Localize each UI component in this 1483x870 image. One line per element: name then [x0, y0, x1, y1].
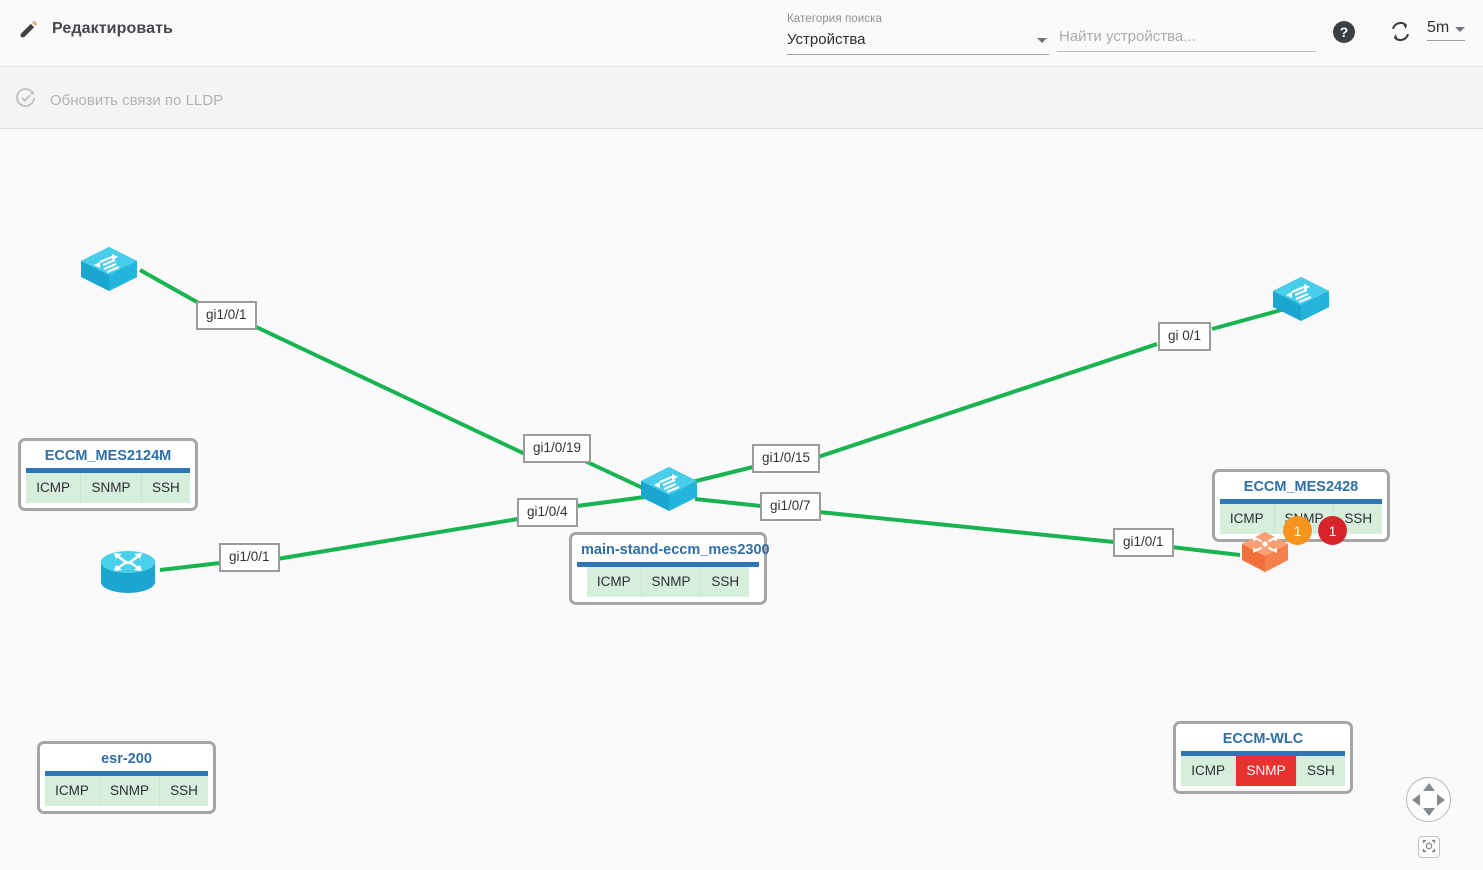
device-card-mes2300[interactable]: main-stand-eccm_mes2300 ICMP SNMP SSH	[569, 532, 770, 605]
status-ssh[interactable]: SSH	[159, 776, 208, 806]
link-gi19-core	[584, 459, 646, 491]
triangle-right-icon[interactable]	[1437, 793, 1445, 806]
topology-toolbar: Обновить связи по LLDP	[0, 67, 1483, 129]
status-icmp[interactable]: ICMP	[596, 574, 631, 589]
device-title-bar	[26, 468, 190, 473]
status-snmp[interactable]: SNMP	[640, 567, 701, 597]
status-snmp[interactable]: SNMP	[1235, 756, 1296, 786]
status-snmp[interactable]: SNMP	[80, 473, 141, 503]
device-title-bar	[45, 771, 208, 776]
app-header: Редактировать Категория поиска Устройств…	[0, 0, 1483, 67]
status-icmp[interactable]: ICMP	[36, 480, 70, 495]
fit-to-screen-icon	[1422, 839, 1436, 855]
refresh-lldp-links-button[interactable]: Обновить связи по LLDP	[14, 86, 223, 115]
port-label-core-gi7[interactable]: gi1/0/7	[760, 492, 821, 521]
refresh-check-icon	[14, 86, 38, 115]
search-category-select[interactable]: Категория поиска Устройства	[787, 12, 1049, 55]
pan-dial[interactable]	[1406, 777, 1451, 822]
switch-icon[interactable]	[638, 464, 700, 525]
port-label-wlc[interactable]: gi1/0/1	[1113, 528, 1174, 557]
wireless-controller-icon[interactable]	[1234, 524, 1296, 585]
device-name: main-stand-eccm_mes2300	[581, 542, 770, 558]
status-ssh[interactable]: SSH	[700, 567, 749, 597]
device-status-row: ICMP SNMP SSH	[587, 567, 749, 597]
fit-to-screen-button[interactable]	[1418, 836, 1440, 858]
device-name: ECCM_MES2124M	[44, 448, 172, 464]
topology-canvas[interactable]: ECCM_MES2124M ICMP SNMP SSH	[0, 129, 1483, 870]
chevron-down-icon	[1455, 27, 1466, 32]
port-label-core-gi19[interactable]: gi1/0/19	[523, 434, 592, 463]
port-label-core-gi15[interactable]: gi1/0/15	[752, 444, 821, 473]
link-gi15-gi01	[817, 342, 1158, 459]
search-input[interactable]	[1057, 27, 1316, 46]
device-title-bar	[1181, 751, 1345, 756]
pencil-icon	[18, 18, 40, 40]
critical-badge[interactable]: 1	[1318, 516, 1347, 545]
triangle-up-icon[interactable]	[1422, 783, 1435, 791]
warning-badge[interactable]: 1	[1283, 516, 1312, 545]
link-gi4b-core	[576, 495, 646, 508]
search-category-caption: Категория поиска	[787, 13, 883, 25]
edit-button-label: Редактировать	[52, 20, 173, 37]
device-status-row: ICMP SNMP SSH	[1181, 756, 1345, 786]
port-label-mes2428[interactable]: gi 0/1	[1158, 322, 1212, 351]
router-icon[interactable]	[98, 544, 158, 605]
status-snmp[interactable]: SNMP	[98, 776, 159, 806]
refresh-interval-select[interactable]: 5m	[1427, 19, 1466, 41]
device-card-esr200[interactable]: esr-200 ICMP SNMP SSH	[37, 741, 216, 814]
port-label-esr200[interactable]: gi1/0/1	[219, 543, 280, 572]
status-icmp[interactable]: ICMP	[1191, 763, 1225, 778]
device-title-bar	[1220, 499, 1382, 504]
topology-links	[139, 268, 1286, 572]
link-core-gi7	[694, 497, 762, 508]
svg-text:?: ?	[1340, 24, 1349, 40]
port-label-core-gi4[interactable]: gi1/0/4	[517, 498, 578, 527]
edit-button[interactable]: Редактировать	[18, 18, 173, 40]
device-card-wlc[interactable]: ECCM-WLC ICMP SNMP SSH	[1173, 721, 1353, 794]
link-core-gi19	[251, 323, 526, 456]
switch-icon[interactable]	[1270, 274, 1332, 335]
refresh-lldp-links-label: Обновить связи по LLDP	[50, 92, 224, 109]
link-core-gi15	[691, 465, 754, 484]
device-title-bar	[577, 562, 759, 567]
device-name: esr-200	[101, 751, 152, 767]
search-field[interactable]	[1057, 27, 1316, 52]
help-circle-icon[interactable]: ?	[1332, 20, 1356, 44]
link-gi1wlc-wlc	[1170, 545, 1241, 557]
chevron-down-icon	[1037, 38, 1047, 43]
status-ssh[interactable]: SSH	[1295, 756, 1345, 786]
map-navigation-controls: + −	[1406, 777, 1452, 870]
refresh-icon[interactable]	[1388, 19, 1413, 44]
switch-icon[interactable]	[78, 244, 140, 305]
link-mes2124m-core	[139, 268, 205, 308]
status-ssh[interactable]: SSH	[140, 473, 190, 503]
device-status-row: ICMP SNMP SSH	[45, 776, 208, 806]
search-category-value: Устройства	[787, 31, 866, 48]
device-card-mes2124m[interactable]: ECCM_MES2124M ICMP SNMP SSH	[18, 438, 198, 511]
device-name: ECCM_MES2428	[1243, 479, 1359, 495]
triangle-left-icon[interactable]	[1412, 793, 1420, 806]
triangle-down-icon[interactable]	[1422, 808, 1435, 816]
device-name: ECCM-WLC	[1222, 731, 1304, 747]
device-status-row: ICMP SNMP SSH	[26, 473, 190, 503]
refresh-interval-value: 5m	[1427, 19, 1450, 36]
status-icmp[interactable]: ICMP	[1229, 511, 1264, 526]
port-label-mes2124m[interactable]: gi1/0/1	[196, 301, 257, 330]
link-gi01-mes2428	[1211, 307, 1286, 331]
status-icmp[interactable]: ICMP	[55, 783, 89, 798]
link-gi4-core	[276, 517, 519, 561]
link-esr-gi1	[159, 561, 221, 572]
link-gi7-gi1wlc	[818, 510, 1115, 544]
